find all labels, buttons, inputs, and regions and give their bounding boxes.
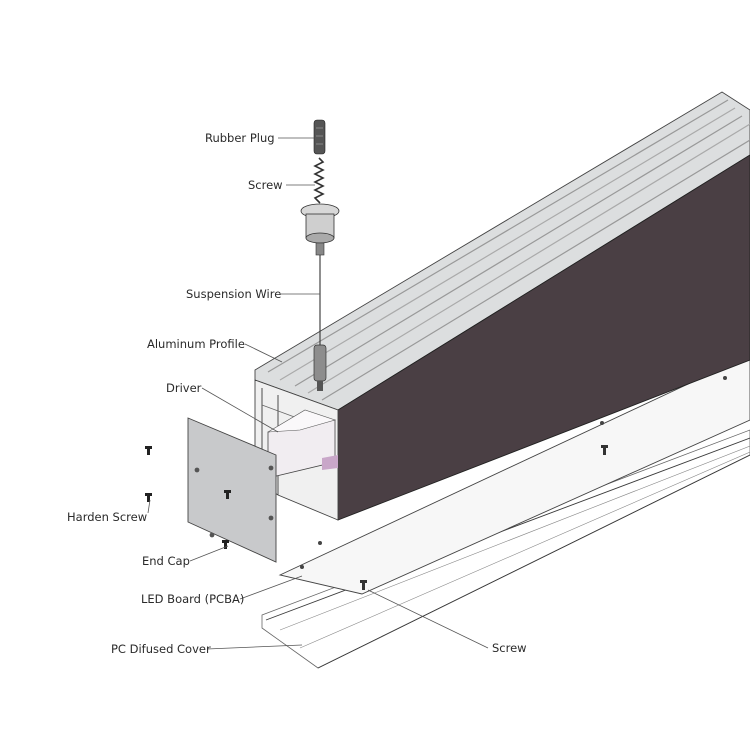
label-end-cap: End Cap <box>142 554 190 568</box>
harden-screw-icon <box>145 446 231 549</box>
pc-diffused-cover <box>261 429 750 669</box>
label-driver: Driver <box>166 381 202 395</box>
end-cap <box>187 417 277 563</box>
rubber-plug-icon <box>313 119 326 155</box>
suspension-fitting-icon <box>300 203 340 256</box>
wire-gripper-icon <box>313 344 327 391</box>
label-harden-screw: Harden Screw <box>67 510 147 524</box>
label-led-board: LED Board (PCBA) <box>141 592 244 606</box>
label-screw-bottom: Screw <box>492 641 527 655</box>
label-aluminum-profile: Aluminum Profile <box>147 337 245 351</box>
screw-icon <box>313 157 325 204</box>
leader-lines <box>147 137 489 650</box>
label-rubber-plug: Rubber Plug <box>205 131 275 145</box>
board-screw-icon <box>360 445 608 590</box>
label-suspension-wire: Suspension Wire <box>186 287 281 301</box>
label-screw-top: Screw <box>248 178 283 192</box>
label-pc-cover: PC Difused Cover <box>111 642 211 656</box>
driver <box>267 409 338 479</box>
